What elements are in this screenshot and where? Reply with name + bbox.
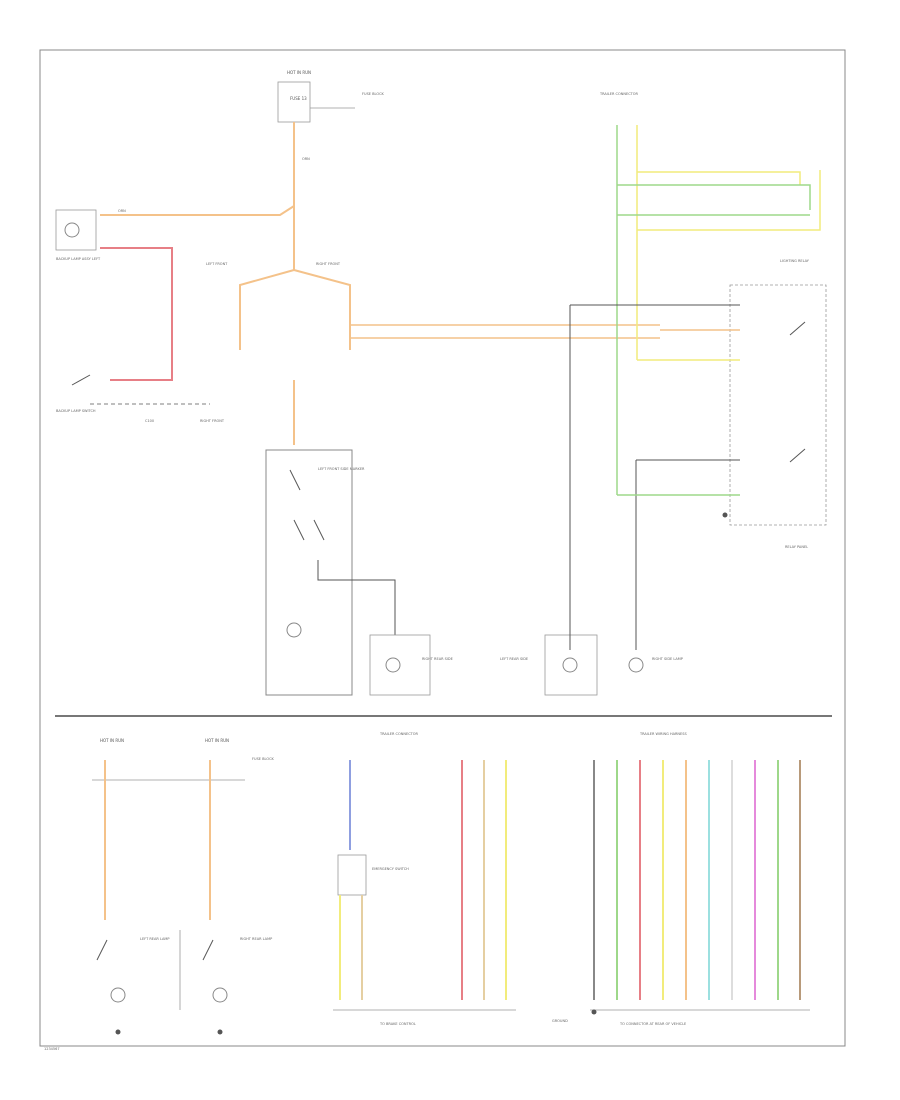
label-bottom-right-caption: TO CONNECTOR AT REAR OF VEHICLE	[619, 1022, 686, 1026]
label-left-rear-lamp: LEFT REAR SIDE	[500, 657, 528, 661]
left-backup-lamp-box	[55, 209, 97, 251]
label-ground: GROUND	[552, 1019, 568, 1023]
frame-lamp-icon	[286, 622, 302, 638]
frame-switch-1	[289, 469, 301, 491]
wire-yellow-top	[637, 171, 801, 185]
corner-id: 1234567	[44, 1047, 60, 1051]
label-relay: LIGHTING RELAY	[780, 259, 810, 263]
wire-orange-split-left	[239, 269, 295, 350]
label-left-front-small: LEFT FRONT	[206, 262, 228, 266]
frame-switch-3	[313, 519, 325, 541]
wire-orange-split-right	[293, 269, 351, 350]
wire-green-top	[617, 184, 811, 210]
bottom-ground-2	[217, 1029, 223, 1035]
wire-red-lamp-to-switch	[100, 247, 173, 381]
left-rear-lamp-icon	[562, 657, 578, 673]
label-relay-panel: RELAY PANEL	[785, 545, 808, 549]
label-bottom-lamp-2: RIGHT REAR LAMP	[240, 937, 272, 941]
label-bottom-mid-caption: TO BRAKE CONTROL	[379, 1022, 416, 1026]
bottom-right-ground	[591, 1009, 597, 1015]
label-bottom-mid-title: TRAILER CONNECTOR	[379, 732, 419, 736]
fuse-block-top	[277, 81, 311, 123]
label-bottom-mid-switch: EMERGENCY SWITCH	[372, 867, 409, 871]
label-right-front-small: RIGHT FRONT	[316, 262, 341, 266]
wire-label-fuse: ORN	[302, 157, 310, 161]
wire-orange-to-left-lamp	[100, 205, 295, 216]
right-rear-lamp-icon	[385, 657, 401, 673]
wire-yellow-mid	[637, 170, 821, 231]
label-right-side-lamp: RIGHT SIDE LAMP	[652, 657, 683, 661]
label-bottom-lamp-1: LEFT REAR LAMP	[140, 937, 170, 941]
label-right-lamp-small: RIGHT FRONT	[200, 419, 225, 423]
relay-switch-1	[789, 321, 806, 336]
wire-label-orange-left: ORN	[118, 209, 126, 213]
frame-wire-out	[317, 560, 396, 635]
label-fuse-top: FUSE 13	[290, 96, 307, 101]
relay-box	[729, 284, 827, 526]
label-back-left-lamp: BACKUP LAMP ASSY LEFT	[56, 257, 101, 261]
bottom-switch-2	[202, 939, 214, 961]
right-side-lamp-icon	[628, 657, 644, 673]
label-hot-in-run-top: HOT IN RUN	[287, 70, 311, 75]
left-rear-lamp-box	[544, 634, 598, 696]
label-c-block: C100	[145, 419, 154, 423]
bottom-lamp-1-icon	[110, 987, 126, 1003]
label-l-frame-block: LEFT FRONT SIDE MARKER	[318, 467, 365, 471]
left-frame-block	[265, 449, 353, 696]
left-backup-lamp-icon	[64, 222, 80, 238]
label-bottom-hot-1: HOT IN RUN	[100, 738, 124, 743]
label-fuse-box-bottom: FUSE BLOCK	[252, 757, 275, 761]
relay-ground-node	[722, 512, 728, 518]
relay-switch-2	[789, 448, 806, 463]
bottom-lamp-2-icon	[212, 987, 228, 1003]
outer-frame	[39, 49, 846, 1047]
emergency-switch-box	[337, 854, 367, 896]
bottom-ground-1	[115, 1029, 121, 1035]
bottom-switch-1	[96, 939, 108, 961]
right-rear-lamp-box	[369, 634, 431, 696]
backup-switch-blade	[71, 374, 91, 386]
label-backup-switch: BACKUP LAMP SWITCH	[56, 409, 96, 413]
label-right-rear-lamp: RIGHT REAR SIDE	[422, 657, 453, 661]
label-bottom-right-title: TRAILER WIRING HARNESS	[639, 732, 687, 736]
label-bottom-hot-2: HOT IN RUN	[205, 738, 229, 743]
label-sensor-top-right: TRAILER CONNECTOR	[599, 92, 639, 96]
label-fuse-box-top: FUSE BLOCK	[362, 92, 385, 96]
frame-switch-2	[293, 519, 305, 541]
